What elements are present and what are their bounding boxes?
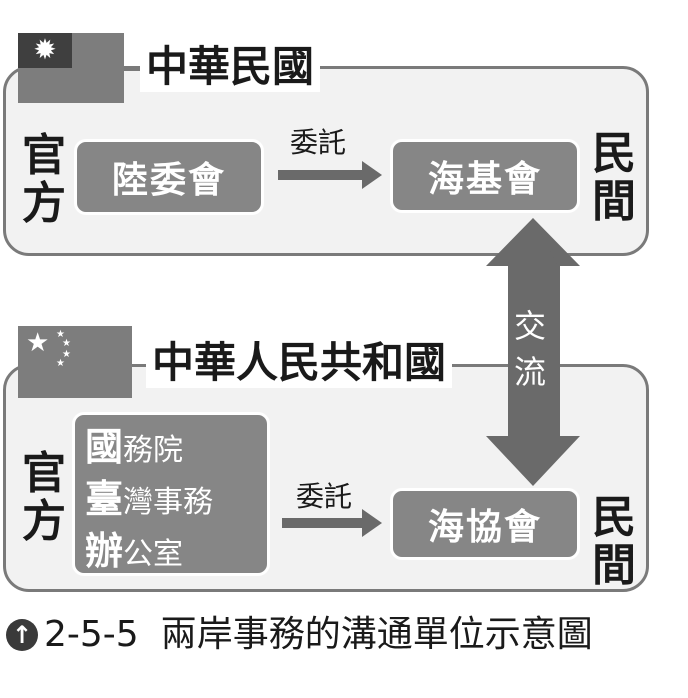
- small-star-icon: ★: [62, 349, 71, 360]
- prc-official-char-2: 方: [22, 496, 66, 547]
- roc-flag-canton: ✹: [18, 33, 72, 68]
- prc-official-char-1: 官: [22, 448, 66, 499]
- prc-flag-connector: [132, 364, 152, 367]
- arats-box: 海協會: [390, 488, 580, 560]
- roc-civil-char-2: 間: [592, 176, 636, 227]
- prc-delegation-arrow: [282, 509, 382, 537]
- roc-flag: ✹: [18, 33, 124, 103]
- prc-civil-char-1: 民: [592, 492, 636, 543]
- figure-title: 兩岸事務的溝通單位示意圖: [160, 614, 593, 655]
- small-star-icon: ★: [56, 358, 65, 369]
- tao-line-1: 國務院: [85, 425, 184, 469]
- roc-official-label: 官 方: [20, 132, 68, 228]
- prc-civil-char-2: 間: [592, 540, 636, 591]
- roc-flag-connector: [124, 68, 144, 71]
- star-icon: ★: [26, 328, 50, 358]
- roc-official-char-1: 官: [22, 130, 66, 181]
- roc-delegation-label: 委託: [290, 126, 347, 159]
- figure-caption: ↑ 2-5-5 兩岸事務的溝通單位示意圖: [6, 612, 593, 658]
- mac-box: 陸委會: [74, 139, 264, 215]
- roc-civil-char-1: 民: [592, 128, 636, 179]
- roc-civil-label: 民 間: [590, 130, 638, 226]
- tao-box: 國務院 臺灣事務 辦公室: [72, 412, 270, 576]
- figure-number: 2-5-5: [44, 614, 139, 655]
- small-star-icon: ★: [62, 338, 71, 349]
- roc-title: 中華民國: [140, 42, 321, 92]
- exchange-double-arrow: [486, 218, 580, 486]
- tao-line-2: 臺灣事務: [85, 477, 214, 521]
- exchange-char-1: 交: [513, 307, 546, 345]
- sef-box: 海基會: [390, 139, 580, 213]
- roc-official-char-2: 方: [22, 178, 66, 229]
- small-star-icon: ★: [56, 329, 65, 340]
- prc-civil-label: 民 間: [590, 494, 638, 590]
- roc-delegation-arrow: [278, 161, 382, 189]
- exchange-char-2: 流: [513, 353, 546, 391]
- prc-flag: ★ ★ ★ ★ ★: [18, 326, 132, 398]
- prc-official-label: 官 方: [20, 450, 68, 546]
- prc-delegation-label: 委託: [296, 480, 353, 513]
- prc-title: 中華人民共和國: [146, 338, 453, 388]
- tao-line-3: 辦公室: [85, 529, 184, 573]
- up-arrow-circle-icon: ↑: [6, 619, 38, 651]
- sun-icon: ✹: [33, 33, 57, 66]
